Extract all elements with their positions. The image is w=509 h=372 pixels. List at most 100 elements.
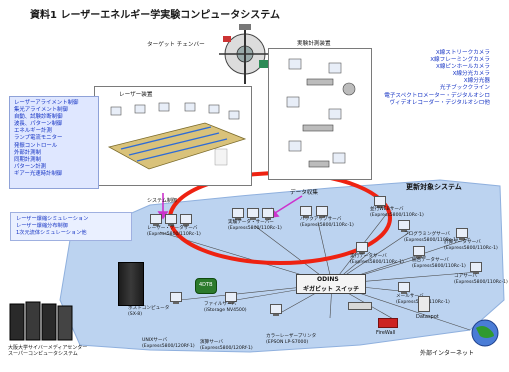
simulation-item: 1次元流体シミュレーション他 xyxy=(16,230,87,236)
system-control-label: システム制御 xyxy=(147,198,177,204)
laser-control-item: 集光アライメント制御 xyxy=(14,107,68,114)
server-model: (Express5800/110Rc-1) xyxy=(404,237,458,243)
server-name: UNIXサーバ xyxy=(142,338,168,343)
measurement-panel: 実験計測装置 xyxy=(268,41,372,180)
measurement-device-item: 光子ブッククライン xyxy=(439,85,490,92)
measurement-device-item: X線ストリークカメラ xyxy=(435,50,490,56)
dataspot-device xyxy=(418,296,430,312)
laser-device-illustration xyxy=(107,102,247,170)
server-monitor xyxy=(270,304,282,316)
laser-device-label: レーザー装置 xyxy=(119,92,153,98)
server-name: 計算データサーバ xyxy=(444,240,481,245)
server-name: コアサーバ xyxy=(454,274,477,279)
server-label: レーザー・データサーバ (Express5800/110Rc-1) xyxy=(147,226,201,237)
server-monitor xyxy=(180,214,192,226)
server-monitor xyxy=(374,196,386,208)
supercomputer-line2: スーパーコンピュータシステム xyxy=(8,350,78,357)
measurement-device-item: X線フレーミングカメラ xyxy=(430,57,490,64)
server-model: (Express5800/110Rc-1) xyxy=(444,245,498,251)
target-chamber-icon xyxy=(219,24,271,84)
server-name: 演算サーバ xyxy=(200,340,223,345)
server-monitor xyxy=(356,242,368,254)
server-label: 統合データサーバ (Express5800/110Rc-1) xyxy=(412,258,466,269)
server-label: ホストコンピュータ (SX-8) xyxy=(128,306,169,317)
server-model: (Express5800/110Rc-1) xyxy=(370,212,424,218)
server-label: プログラミングサーバ (Express5800/110Rc-1) xyxy=(404,232,458,243)
server-name: 統合データサーバ xyxy=(412,258,449,263)
laser-control-item: ギアー光速時計制御 xyxy=(14,170,63,177)
server-name: メールサーバ xyxy=(396,294,424,299)
target-chamber-label: ターゲット チェンバー xyxy=(147,42,205,48)
server-monitor xyxy=(165,214,177,226)
server-name: カラーレーザープリンタ xyxy=(266,334,317,339)
host-computer xyxy=(118,262,144,306)
server-monitor xyxy=(398,282,410,294)
laser-control-item: 波長、パターン制御 xyxy=(14,121,63,128)
title-text: 資料1 レーザーエネルギー学実験コンピュータシステム xyxy=(30,10,280,21)
server-label: UNIXサーバ (Express5800/120Rf-1) xyxy=(142,338,195,349)
server-name: 実験データ・サーバー xyxy=(228,220,274,225)
server-model: (Express5800/110Rc-1) xyxy=(350,259,404,265)
server-monitor xyxy=(225,292,237,304)
server-label: 実行データサーバ (Express5800/110Rc-1) xyxy=(350,254,404,265)
measurement-device-item: X線分光器 xyxy=(463,78,490,85)
firewall-label: FireWall xyxy=(376,330,396,336)
server-model: (Express5800/110Rc-1) xyxy=(228,225,282,231)
laser-control-item: パターン計測 xyxy=(14,163,47,170)
server-monitor xyxy=(413,246,425,258)
server-model: (Express5800/110Rc-1) xyxy=(412,263,466,269)
update-system-label: 更新対象システム xyxy=(406,183,462,191)
server-label: 演算サーバ (Express5800/120Rf-1) xyxy=(200,340,253,351)
server-name: ホストコンピュータ xyxy=(128,306,170,311)
measurement-device-item: X線ピンホールカメラ xyxy=(435,64,490,71)
storage-cylinder: 4DTB xyxy=(195,278,217,294)
laser-device-panel: レーザー装置 xyxy=(94,86,252,186)
gigabit-switch: ODINS ギガビット スイッチ xyxy=(296,274,366,294)
server-model: (SX-8) xyxy=(128,311,142,317)
measurement-devices-illustration xyxy=(286,58,356,168)
server-model: (Express5800/110Rc-1) xyxy=(300,222,354,228)
server-name: ファイルサーバ xyxy=(204,302,237,307)
server-label: バックアップサーバ (Express5800/110Rc-1) xyxy=(300,217,354,228)
supercomputer-racks xyxy=(9,301,73,341)
server-monitor xyxy=(170,292,182,304)
server-name: 実行データサーバ xyxy=(350,254,387,259)
server-model: (Express5800/110Rc-1) xyxy=(454,279,508,285)
server-name: レーザー・データサーバ xyxy=(147,226,198,231)
supercomputer-line1: 大阪大学サイバーメディアセンター xyxy=(8,345,88,351)
dataspot-label: Dataspot xyxy=(416,314,439,320)
measurement-label: 実験計測装置 xyxy=(297,41,331,47)
server-model: (EPSON LP-S7000) xyxy=(266,339,309,345)
server-monitor xyxy=(300,206,312,218)
firewall-badge xyxy=(378,318,398,328)
simulation-box: レーザー爆縮シミュレーション レーザー爆縮分布制御 1次元流体シミュレーション他 xyxy=(10,212,132,241)
server-monitor xyxy=(470,262,482,274)
server-model: (Express5800/120Rf-1) xyxy=(200,345,253,351)
measurement-device-item: ヴィデオレコーダー・デジタルオシロ他 xyxy=(389,99,490,106)
server-label: コアサーバ (Express5800/110Rc-1) xyxy=(454,274,508,285)
laser-control-item: 同期計測制 xyxy=(14,156,41,163)
server-model: (Express5800/110Rc-1) xyxy=(147,231,201,237)
firewall-device xyxy=(348,302,372,310)
measurement-device-list: X線ストリークカメラ X線フレーミングカメラ X線ピンホールカメラ X線分光カメ… xyxy=(372,50,490,107)
simulation-item: レーザー爆縮シミュレーション xyxy=(16,216,89,222)
simulation-item: レーザー爆縮分布制御 xyxy=(16,223,68,229)
globe-icon xyxy=(471,319,499,347)
server-label: 計算データサーバ (Express5800/110Rc-1) xyxy=(444,240,498,251)
switch-type: ギガビット スイッチ xyxy=(303,286,360,293)
page-title: 資料1 レーザーエネルギー学実験コンピュータシステム xyxy=(30,6,280,21)
laser-control-item: ランプ電流モニター xyxy=(14,135,63,142)
switch-name: ODINS xyxy=(317,276,339,283)
laser-control-item: エネルギー計測 xyxy=(14,128,52,135)
server-monitor xyxy=(150,214,162,226)
server-label: 並行WEBサーバ (Express5800/110Rc-1) xyxy=(370,207,424,218)
server-name: バックアップサーバ xyxy=(300,217,342,222)
storage-label: 4DTB xyxy=(199,282,213,288)
supercomputer-label: 大阪大学サイバーメディアセンター スーパーコンピュータシステム xyxy=(8,345,88,357)
server-label: ファイルサーバ (iStorage NV4500) xyxy=(204,302,247,313)
server-name: 並行WEBサーバ xyxy=(370,207,404,212)
server-model: (Express5800/120Rf-1) xyxy=(142,343,195,349)
server-monitor xyxy=(316,206,328,218)
laser-control-item: 外部計測制 xyxy=(14,149,41,156)
laser-control-item: レーザーアライメント制御 xyxy=(14,100,79,106)
